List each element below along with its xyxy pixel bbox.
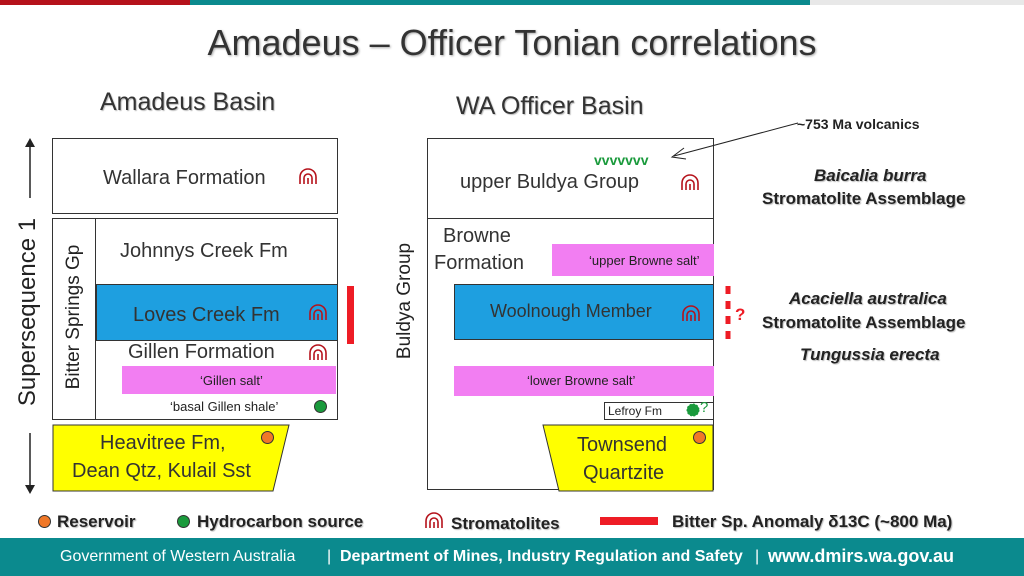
page-title: Amadeus – Officer Tonian correlations [207, 22, 817, 63]
acaciella-species: Acaciella australica [789, 289, 947, 308]
townsend-label-line2: Quartzite [583, 462, 665, 484]
footer-url-link[interactable]: www.dmirs.wa.gov.au [768, 546, 955, 566]
gillen-salt-band [122, 366, 336, 394]
acaciella-assemblage: Stromatolite Assemblage [762, 313, 966, 332]
stromatolite-icon [682, 305, 700, 322]
browne-formation-label-line1: Browne [443, 225, 511, 247]
supersequence-arrow [25, 138, 35, 494]
buldya-group-box [382, 138, 428, 490]
wallara-formation-box [52, 138, 338, 214]
legend-reservoir-label: Reservoir [57, 512, 136, 531]
hydrocarbon-source-uncertain-marker [686, 403, 700, 417]
officer-anomaly-dashed-bar [725, 286, 731, 344]
stromatolite-icon [681, 174, 699, 191]
lefroy-label: Lefroy Fm [608, 404, 663, 418]
woolnough-member-box [454, 284, 714, 340]
legend-reservoir-icon [38, 515, 51, 528]
loves-creek-label: Loves Creek Fm [133, 304, 280, 326]
tungussia-species: Tungussia erecta [800, 345, 940, 364]
footer-separator: | [755, 548, 760, 565]
volcanics-arrow [670, 122, 799, 160]
heavitree-label-line2: Dean Qtz, Kulail Sst [72, 460, 251, 482]
heavitree-box [52, 424, 290, 492]
bitter-springs-group-box [52, 218, 96, 420]
upper-browne-salt-label: ‘upper Browne salt’ [589, 253, 700, 268]
loves-creek-box [96, 284, 338, 341]
top-bar-teal [190, 0, 810, 5]
buldya-group-label: Buldya Group [394, 242, 415, 360]
browne-formation-label-line2: Formation [434, 252, 525, 274]
legend-stromatolite-icon [425, 512, 443, 529]
footer-bar: Government of Western Australia | Depart… [0, 538, 1024, 576]
hydrocarbon-source-marker [314, 400, 327, 413]
heavitree-label-line1: Heavitree Fm, [100, 432, 226, 454]
reservoir-marker [261, 431, 274, 444]
footer-department: Department of Mines, Industry Regulation… [340, 548, 743, 565]
supersequence-label: Supersequence 1 [14, 217, 41, 407]
top-color-bar [0, 0, 1024, 5]
gillen-formation-label: Gillen Formation [128, 341, 275, 363]
basal-gillen-label: ‘basal Gillen shale’ [170, 399, 279, 414]
volcanics-annotation: ~753 Ma volcanics [797, 116, 920, 132]
top-bar-grey [810, 0, 1024, 5]
baicalia-species: Baicalia burra [814, 166, 927, 185]
volcanic-marks: vvvvvvv [594, 152, 649, 168]
upper-buldya-divider [428, 218, 714, 219]
townsend-label-line1: Townsend [577, 434, 668, 456]
upper-buldya-label: upper Buldya Group [460, 171, 640, 193]
lower-browne-salt-label: ‘lower Browne salt’ [527, 373, 636, 388]
stromatolite-icon [309, 304, 327, 321]
footer-government: Government of Western Australia [60, 548, 296, 565]
johnnys-creek-label: Johnnys Creek Fm [120, 240, 288, 262]
footer-separator: | [327, 548, 332, 565]
amadeus-basin-heading: Amadeus Basin [100, 88, 276, 116]
officer-anomaly-question: ? [735, 305, 746, 324]
lefroy-question-mark: ? [700, 399, 709, 416]
stromatolite-icon [309, 344, 327, 361]
woolnough-member-label: Woolnough Member [490, 301, 652, 321]
townsend-box [542, 424, 714, 492]
legend-anomaly-icon [600, 517, 658, 525]
stromatolite-icon [299, 168, 317, 185]
gillen-salt-label: ‘Gillen salt’ [200, 373, 263, 388]
lower-browne-salt-band [454, 366, 714, 396]
legend-anomaly-label: Bitter Sp. Anomaly δ13C (~800 Ma) [672, 512, 953, 531]
officer-basin-heading: WA Officer Basin [456, 92, 644, 120]
upper-browne-salt-band [552, 244, 714, 276]
baicalia-assemblage: Stromatolite Assemblage [762, 189, 966, 208]
bitter-springs-label: Bitter Springs Gp [63, 244, 84, 390]
wallara-formation-label: Wallara Formation [103, 167, 266, 189]
top-bar-red [0, 0, 190, 5]
townsend-reservoir-marker [693, 431, 706, 444]
bitter-springs-anomaly-bar [347, 286, 354, 344]
legend-hydrocarbon-icon [177, 515, 190, 528]
legend-hydrocarbon-label: Hydrocarbon source [197, 512, 364, 531]
lefroy-box [604, 402, 714, 420]
legend-stromatolites-label: Stromatolites [451, 514, 560, 533]
